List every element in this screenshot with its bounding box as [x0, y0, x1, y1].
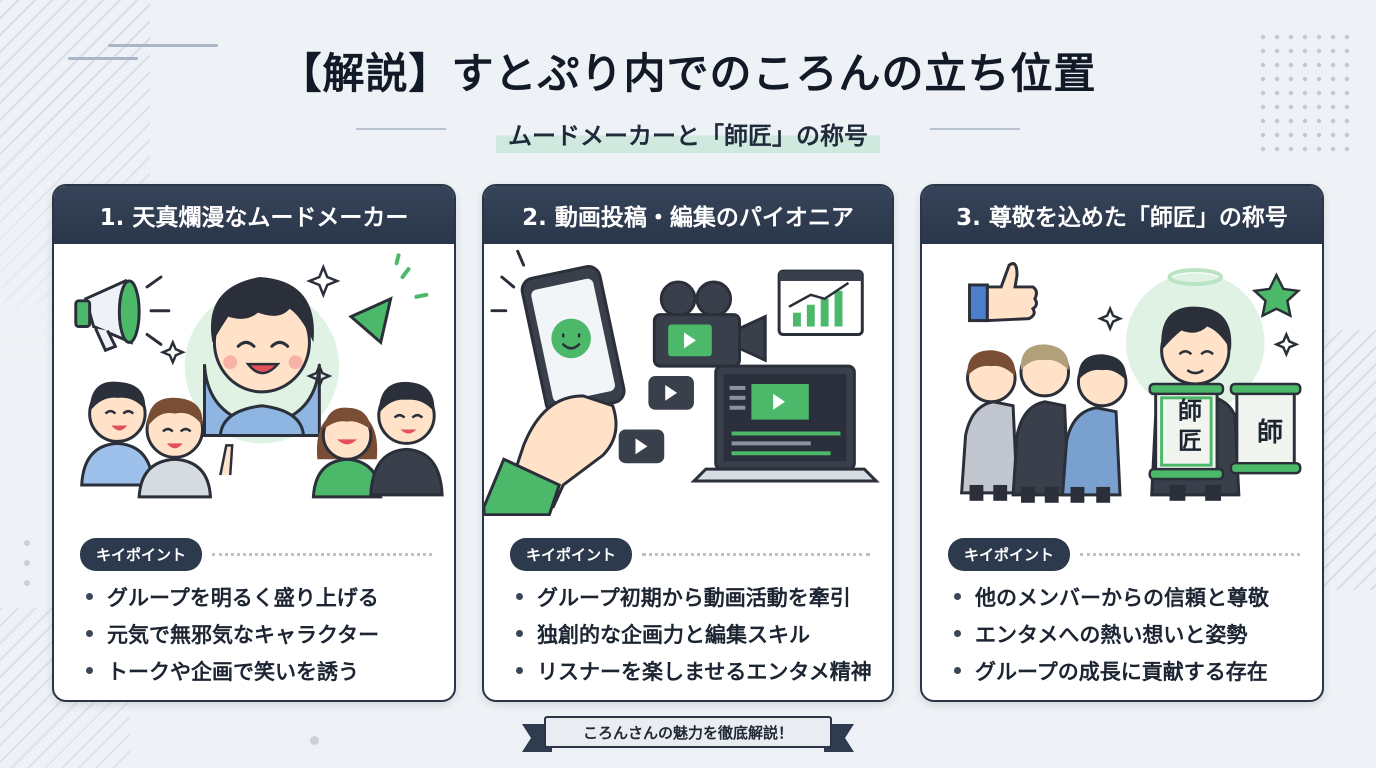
decorative-lines	[68, 44, 218, 70]
scroll-text-standing: 師	[1256, 418, 1283, 448]
video-camera-icon	[652, 280, 767, 368]
background-dots	[1256, 30, 1356, 160]
hand-holding-phone	[484, 394, 618, 516]
card-mood-maker: 1. 天真爛漫なムードメーカー	[52, 184, 456, 702]
video-pioneer-illustration	[484, 249, 880, 516]
key-point-row: キイポイント	[948, 538, 1300, 571]
star-icon	[1251, 272, 1302, 318]
card-heading: 3. 尊敬を込めた「師匠」の称号	[922, 186, 1322, 244]
bowing-member-1	[960, 350, 1019, 501]
megaphone-icon	[74, 275, 171, 353]
scroll-text-held: 師 匠	[1178, 397, 1202, 455]
list-item: グループの成長に貢献する存在	[954, 652, 1269, 689]
play-icon	[618, 376, 694, 464]
subtitle-line-left	[356, 128, 446, 130]
main-character	[203, 277, 321, 437]
thumbs-up-icon	[968, 262, 1038, 323]
scroll-icon-standing	[1229, 382, 1302, 475]
point-list: グループ初期から動画活動を牽引 独創的な企画力と編集スキル リスナーを楽しませる…	[516, 578, 872, 689]
list-item: グループ初期から動画活動を牽引	[516, 578, 872, 615]
bottom-ribbon: ころんさんの魅力を徹底解説！	[522, 716, 854, 756]
key-point-row: キイポイント	[80, 538, 432, 571]
point-list: 他のメンバーからの信頼と尊敬 エンタメへの熱い想いと姿勢 グループの成長に貢献す…	[954, 578, 1269, 689]
key-point-row: キイポイント	[510, 538, 870, 571]
friend-character-right	[369, 381, 444, 497]
list-item: リスナーを楽しませるエンタメ精神	[516, 652, 872, 689]
list-item: トークや企画で笑いを誘う	[86, 652, 379, 689]
dotted-divider	[642, 553, 870, 556]
subtitle-line-right	[930, 128, 1020, 130]
friend-character-girl	[311, 407, 383, 499]
list-item: 元気で無邪気なキャラクター	[86, 615, 379, 652]
party-popper-icon	[348, 253, 429, 346]
laptop-editing-icon	[690, 364, 880, 483]
friend-character-left	[80, 381, 155, 487]
ribbon-label: ころんさんの魅力を徹底解説！	[544, 716, 832, 748]
card-heading: 2. 動画投稿・編集のパイオニア	[484, 186, 892, 244]
list-item: エンタメへの熱い想いと姿勢	[954, 615, 1269, 652]
decorative-dot	[24, 560, 30, 566]
point-list: グループを明るく盛り上げる 元気で無邪気なキャラクター トークや企画で笑いを誘う	[86, 578, 379, 689]
dotted-divider	[1080, 553, 1300, 556]
master-title-illustration	[960, 262, 1302, 503]
list-item: グループを明るく盛り上げる	[86, 578, 379, 615]
key-point-badge: キイポイント	[948, 538, 1071, 571]
decorative-dot	[24, 580, 30, 586]
bowing-member-2	[1011, 344, 1071, 503]
friend-character-center	[137, 397, 234, 499]
growth-chart-icon	[777, 269, 864, 336]
key-point-badge: キイポイント	[80, 538, 203, 571]
mood-maker-illustration	[74, 253, 444, 499]
halo-icon	[1167, 268, 1223, 286]
page-subtitle: ムードメーカーと「師匠」の称号	[496, 114, 880, 153]
smartphone-icon	[490, 249, 626, 416]
dotted-divider	[212, 553, 432, 556]
subtitle-container: ムードメーカーと「師匠」の称号	[0, 114, 1376, 153]
key-point-badge: キイポイント	[510, 538, 633, 571]
page-title: 【解説】すとぷり内でのころんの立ち位置	[279, 49, 1097, 98]
list-item: 他のメンバーからの信頼と尊敬	[954, 578, 1269, 615]
card-video-pioneer: 2. 動画投稿・編集のパイオニア	[482, 184, 894, 702]
decorative-dot	[310, 736, 319, 745]
decorative-dot	[24, 540, 30, 546]
list-item: 独創的な企画力と編集スキル	[516, 615, 872, 652]
bowing-member-3	[1060, 354, 1128, 503]
sparkle-icon	[1097, 305, 1300, 358]
scroll-icon-held	[1148, 382, 1225, 481]
card-heading: 1. 天真爛漫なムードメーカー	[54, 186, 454, 244]
card-master-title: 3. 尊敬を込めた「師匠」の称号	[920, 184, 1324, 702]
